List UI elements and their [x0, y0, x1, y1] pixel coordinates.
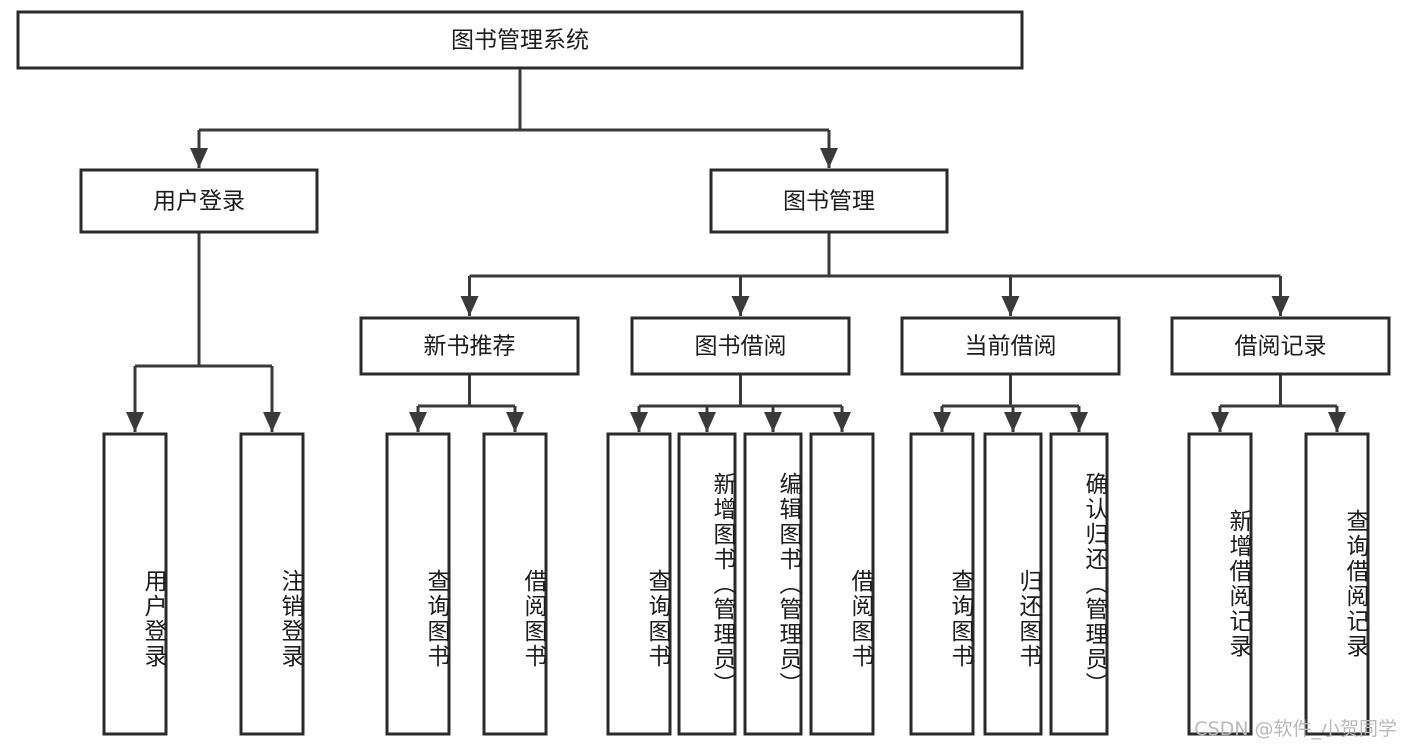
arrow-to-leaf-cur-confirm [1070, 412, 1088, 432]
arrow-to-new-book-rec [460, 296, 479, 316]
node-label-borrow-record: 借阅记录 [1235, 334, 1327, 360]
node-box-user-login[interactable] [79, 168, 319, 234]
arrow-to-leaf-borrow-do [833, 412, 851, 432]
node-box-leaf-user-logout[interactable] [239, 432, 305, 736]
node-label-root: 图书管理系统 [451, 28, 589, 54]
arrow-to-leaf-rec-borrow [506, 412, 524, 432]
node-box-current-borrow[interactable] [900, 316, 1121, 376]
arrow-to-leaf-cur-query [933, 412, 951, 432]
node-box-leaf-cur-return[interactable] [983, 432, 1043, 736]
node-box-leaf-borrow-do[interactable] [809, 432, 875, 736]
node-box-leaf-rec-borrow[interactable] [482, 432, 548, 736]
node-label-new-book-rec: 新书推荐 [424, 334, 516, 360]
node-box-leaf-rec-query[interactable] [385, 432, 451, 736]
node-box-book-borrow[interactable] [630, 316, 851, 376]
node-label-current-borrow: 当前借阅 [965, 334, 1057, 360]
node-label-book-borrow: 图书借阅 [695, 334, 787, 360]
node-box-leaf-borrow-query[interactable] [606, 432, 672, 736]
node-box-leaf-cur-query[interactable] [909, 432, 975, 736]
node-box-leaf-cur-confirm[interactable] [1049, 432, 1109, 736]
node-box-leaf-borrow-add[interactable] [677, 432, 737, 736]
arrow-to-leaf-borrow-query [630, 412, 648, 432]
arrow-to-leaf-user-login [126, 412, 144, 432]
node-box-leaf-rec-add[interactable] [1187, 432, 1253, 736]
node-box-leaf-user-login[interactable] [102, 432, 168, 736]
node-box-book-manage[interactable] [709, 168, 949, 234]
arrow-to-leaf-rec-add [1211, 412, 1229, 432]
node-box-leaf-rec-query2[interactable] [1304, 432, 1370, 736]
node-label-book-manage: 图书管理 [783, 189, 875, 215]
arrow-to-book-manage [820, 148, 838, 168]
arrow-to-leaf-rec-query [409, 412, 427, 432]
node-box-borrow-record[interactable] [1170, 316, 1391, 376]
arrow-to-leaf-user-logout [263, 412, 281, 432]
arrow-to-leaf-rec-query2 [1328, 412, 1346, 432]
box-layer [16, 10, 1391, 736]
node-box-leaf-borrow-edit[interactable] [743, 432, 803, 736]
node-box-root[interactable] [16, 10, 1024, 70]
arrow-to-leaf-borrow-edit [764, 412, 782, 432]
node-box-new-book-rec[interactable] [359, 316, 580, 376]
connector-layer [126, 68, 1346, 432]
arrow-to-borrow-record [1271, 296, 1290, 316]
arrow-to-current-borrow [1001, 296, 1020, 316]
node-label-user-login: 用户登录 [153, 189, 245, 215]
arrow-to-user-login [190, 148, 208, 168]
arrow-to-leaf-cur-return [1004, 412, 1022, 432]
arrow-to-leaf-borrow-add [698, 412, 716, 432]
arrow-to-book-borrow [731, 296, 750, 316]
